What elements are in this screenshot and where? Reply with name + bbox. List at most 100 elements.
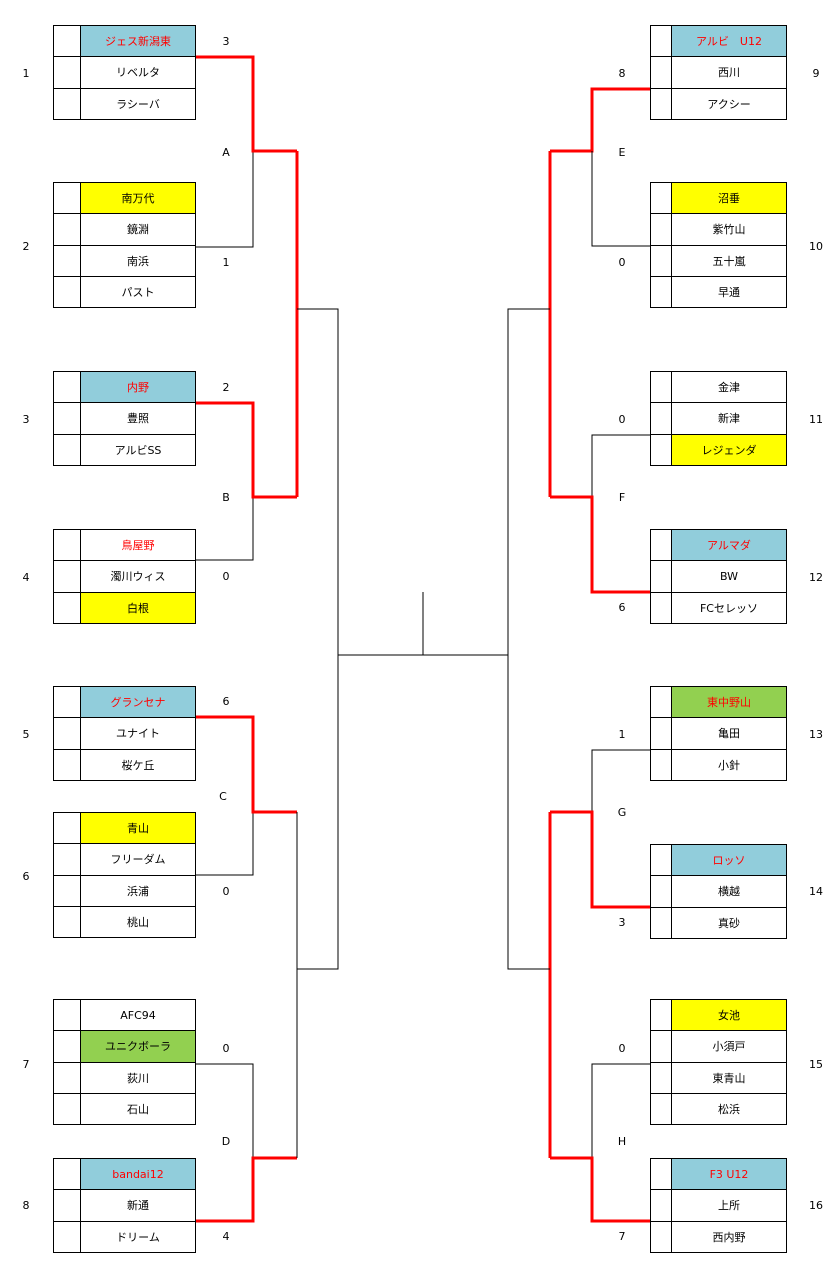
team-cell: フリーダム — [80, 844, 196, 876]
team-cell: 鳥屋野 — [80, 529, 196, 562]
team-name: アクシー — [707, 97, 751, 111]
bracket-line-left-semi — [297, 308, 339, 970]
team-cell: 白根 — [80, 592, 196, 624]
winner-line-g — [550, 810, 650, 909]
team-name: フリーダム — [110, 853, 166, 867]
team-cell: 濁川ウィス — [80, 561, 196, 593]
seed-number: 5 — [22, 728, 30, 741]
bracket-line-d-top — [196, 1063, 254, 1158]
team-name: 女池 — [718, 1009, 740, 1023]
match-score-top: 0 — [618, 1042, 626, 1055]
team-cell: ロッソ — [671, 844, 787, 877]
team-index-cell — [53, 245, 81, 277]
team-index-cell — [650, 1158, 672, 1191]
team-index-cell — [650, 1093, 672, 1126]
team-cell: 桃山 — [80, 906, 196, 939]
team-name: 西川 — [718, 66, 740, 80]
team-name: BW — [719, 569, 739, 583]
team-cell: 南浜 — [80, 245, 196, 277]
team-cell: FCセレッソ — [671, 592, 787, 624]
team-index-cell — [650, 371, 672, 404]
team-name: 松浜 — [718, 1103, 740, 1117]
team-name: 沼垂 — [718, 192, 740, 206]
team-name: 鳥屋野 — [121, 539, 155, 553]
team-name: アルマダ — [707, 539, 751, 553]
team-cell: 南万代 — [80, 182, 196, 215]
seed-number: 4 — [22, 571, 30, 584]
team-name: 南万代 — [121, 192, 155, 206]
team-name: 青山 — [127, 822, 149, 836]
team-index-cell — [53, 1190, 81, 1222]
match-label: C — [219, 790, 227, 803]
team-index-cell — [53, 1031, 81, 1063]
team-cell: ドリーム — [80, 1221, 196, 1253]
match-label: F — [618, 491, 626, 504]
team-name: 東青山 — [712, 1071, 746, 1085]
seed-number: 13 — [809, 728, 823, 741]
team-index-cell — [650, 214, 672, 246]
team-index-cell — [53, 1221, 81, 1253]
team-index-cell — [53, 214, 81, 246]
team-cell: 沼垂 — [671, 182, 787, 215]
match-score-top: 1 — [618, 728, 626, 741]
team-index-cell — [650, 403, 672, 435]
team-index-cell — [53, 561, 81, 593]
team-cell: 荻川 — [80, 1062, 196, 1094]
bracket-line-a-bottom — [196, 151, 254, 248]
match-score-bottom: 6 — [618, 601, 626, 614]
team-cell: 鏡淵 — [80, 214, 196, 246]
team-index-cell — [650, 25, 672, 58]
team-name: 五十嵐 — [712, 254, 746, 268]
team-name: 小針 — [718, 758, 740, 772]
winner-line-b — [196, 401, 297, 499]
winner-line-f — [550, 495, 650, 594]
team-name: ロッソ — [712, 854, 746, 868]
team-name: 新通 — [127, 1199, 149, 1213]
team-name: グランセナ — [110, 696, 166, 710]
team-index-cell — [650, 245, 672, 277]
seed-number: 12 — [809, 571, 823, 584]
match-label: E — [618, 146, 626, 159]
match-score-bottom: 0 — [222, 570, 230, 583]
team-cell: 東青山 — [671, 1062, 787, 1094]
winner-line-a — [196, 55, 297, 153]
team-cell: 新津 — [671, 403, 787, 435]
team-name: 真砂 — [718, 916, 740, 930]
match-score-top: 3 — [222, 35, 230, 48]
seed-number: 11 — [809, 413, 823, 426]
match-score-top: 0 — [222, 1042, 230, 1055]
team-cell: 金津 — [671, 371, 787, 404]
match-score-top: 6 — [222, 695, 230, 708]
team-name: アルビ U12 — [696, 35, 762, 49]
winner-line-e — [550, 87, 650, 153]
team-index-cell — [53, 403, 81, 435]
team-name: 豊照 — [127, 412, 149, 426]
team-name: 荻川 — [127, 1071, 149, 1085]
team-index-cell — [53, 182, 81, 215]
team-index-cell — [53, 276, 81, 309]
team-cell: 石山 — [80, 1093, 196, 1126]
team-index-cell — [650, 182, 672, 215]
team-name: 濁川ウィス — [110, 570, 166, 584]
team-name: F3 U12 — [709, 1167, 749, 1181]
seed-number: 2 — [22, 240, 30, 253]
team-index-cell — [650, 88, 672, 120]
team-cell: 新通 — [80, 1190, 196, 1222]
team-name: 上所 — [718, 1199, 740, 1213]
bracket-line-b-bottom — [196, 497, 254, 561]
team-name: 早通 — [718, 286, 740, 300]
team-cell: アルビ U12 — [671, 25, 787, 58]
team-cell: 豊照 — [80, 403, 196, 435]
team-index-cell — [650, 57, 672, 89]
team-cell: アルビSS — [80, 434, 196, 466]
team-name: ユナイト — [116, 727, 160, 741]
seed-number: 9 — [812, 67, 820, 80]
seed-number: 15 — [809, 1058, 823, 1071]
bracket-line-f-top — [591, 434, 650, 497]
team-name: 新津 — [718, 412, 740, 426]
match-score-top: 0 — [618, 413, 626, 426]
bracket-line-e-bottom — [591, 151, 650, 247]
team-cell: 青山 — [80, 812, 196, 845]
team-name: リベルタ — [116, 66, 160, 80]
team-index-cell — [650, 1221, 672, 1253]
